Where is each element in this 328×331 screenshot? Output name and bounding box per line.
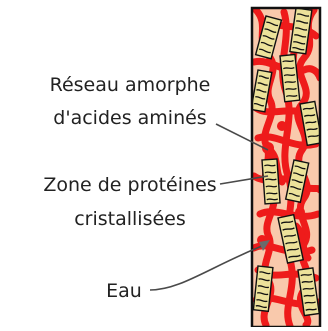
zone-label-line2: cristallisées <box>8 208 252 230</box>
reseau-label-line1: Réseau amorphe <box>12 74 248 96</box>
eau-leader-line <box>150 246 262 290</box>
crystal-zone <box>262 159 280 204</box>
reseau-label-line2: d'acides aminés <box>12 107 248 129</box>
zone-label-line1: Zone de protéines <box>8 174 252 196</box>
callout-lines <box>150 124 268 290</box>
eau-label: Eau <box>92 280 156 302</box>
